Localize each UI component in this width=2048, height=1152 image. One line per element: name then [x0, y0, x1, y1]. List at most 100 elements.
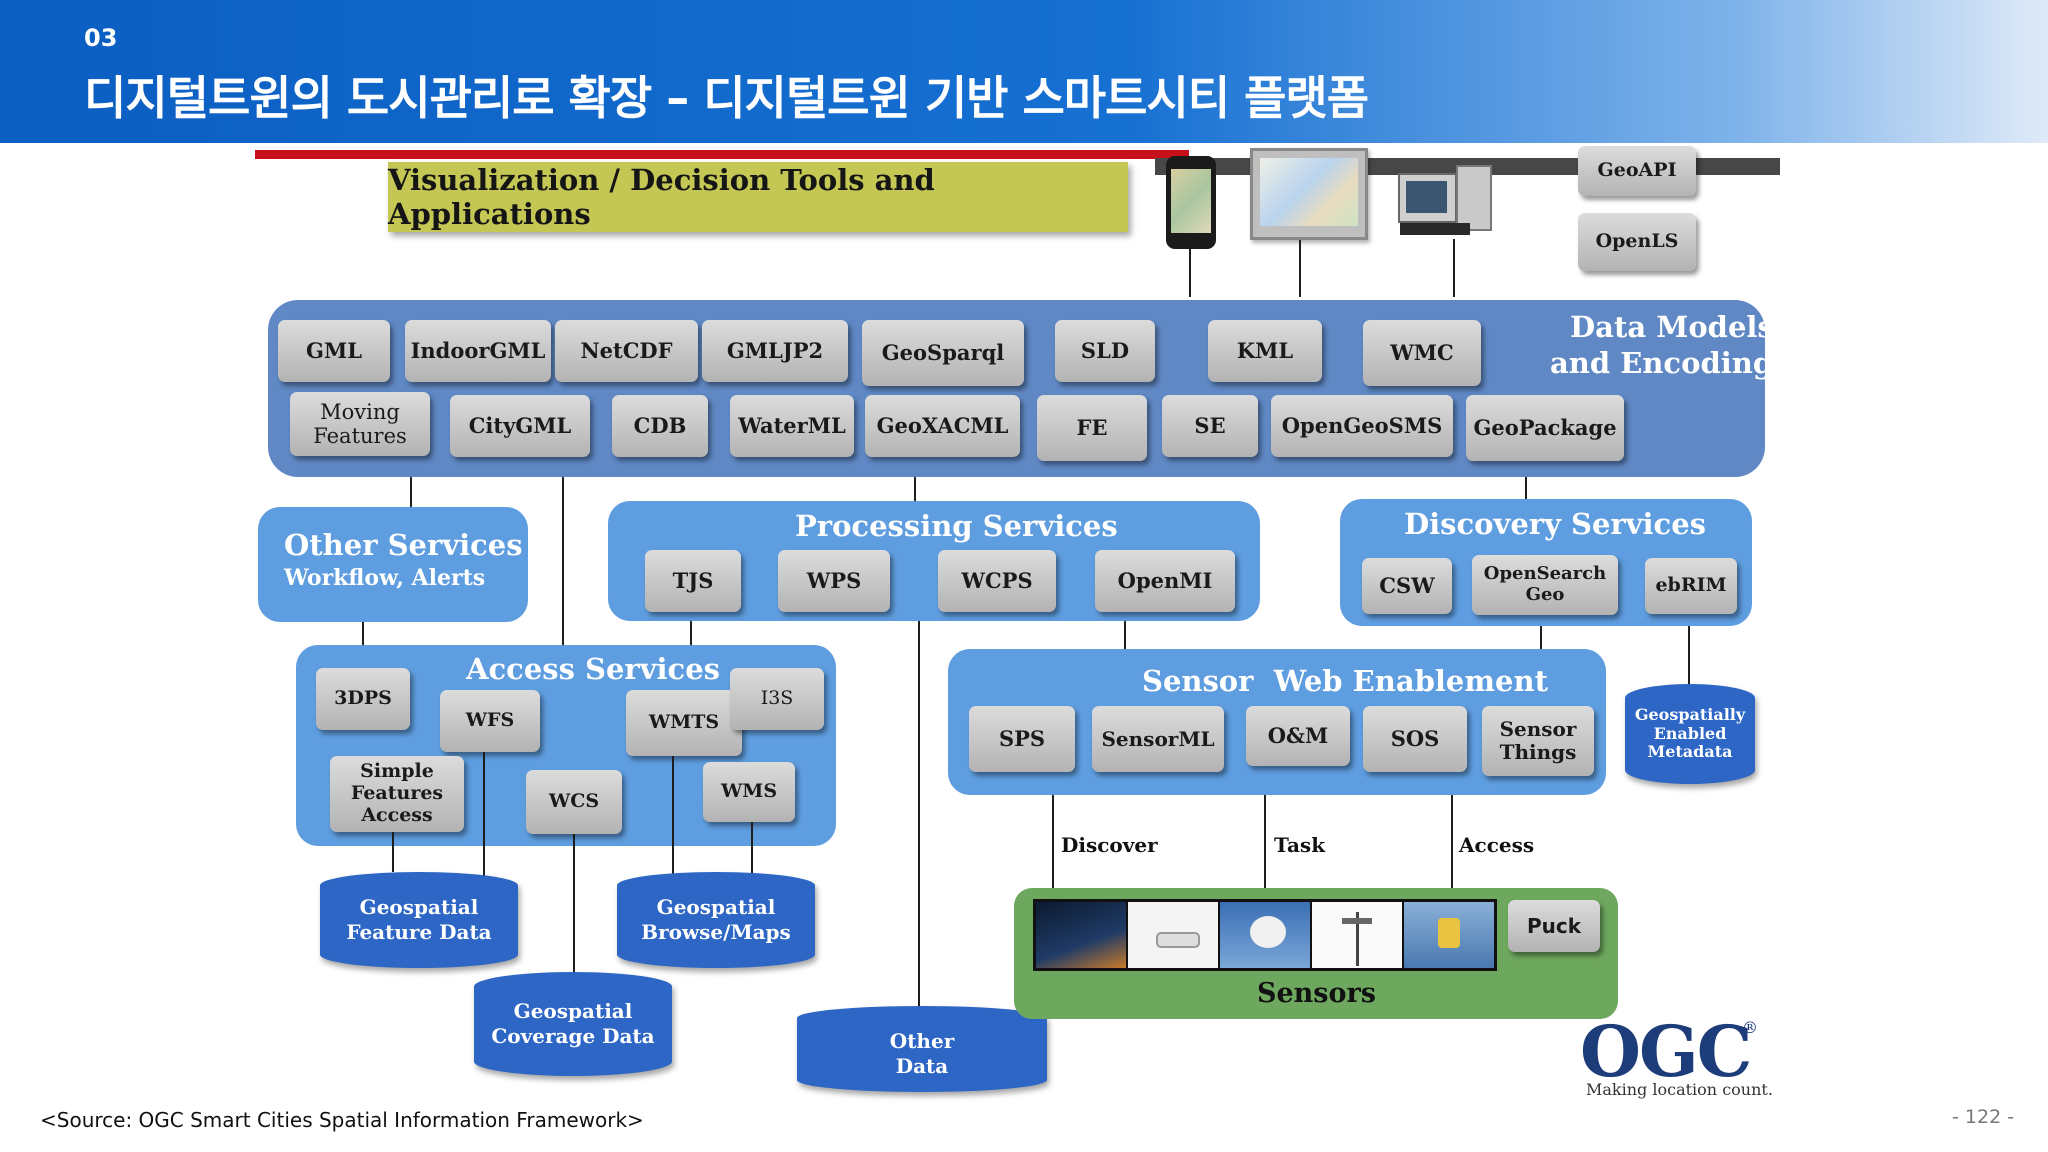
ps-wcps: WCPS [938, 550, 1056, 612]
accent-red-bar [255, 150, 1189, 159]
data-models-title-2: and Encodings [1550, 346, 1790, 380]
discovery-services-title: Discovery Services [1404, 507, 1706, 541]
sfa-label-3: Access [361, 803, 433, 826]
feature-data-label-1: Geospatial [359, 895, 479, 919]
connector-wmts-browse [672, 756, 674, 876]
ogc-tagline: Making location count. [1586, 1080, 1773, 1099]
openls-box: OpenLS [1578, 213, 1696, 271]
connector-discover [1052, 795, 1054, 888]
other-services-title: Other Services [284, 528, 523, 562]
visualization-box: Visualization / Decision Tools and Appli… [388, 162, 1128, 232]
dm-opengeosms: OpenGeoSMS [1271, 395, 1453, 457]
as-simple-features-access: Simple Features Access [330, 756, 464, 832]
dm-wmc: WMC [1363, 320, 1481, 386]
header-banner [0, 0, 2048, 143]
connector-processing [914, 477, 916, 501]
dm-citygml: CityGML [450, 395, 590, 457]
coverage-label-1: Geospatial [513, 999, 633, 1023]
metadata-label-2: Enabled [1653, 723, 1727, 743]
feature-data-label-2: Feature Data [346, 920, 492, 944]
geospatial-coverage-data-cylinder: Geospatial Coverage Data [474, 972, 672, 1076]
connector-metadata [1688, 626, 1690, 684]
drone-icon [1128, 902, 1220, 968]
connector-other-data [918, 621, 920, 1006]
other-services-panel [258, 507, 528, 622]
moving-label-2: Features [313, 424, 407, 448]
ps-wps: WPS [778, 550, 890, 612]
ds-csw: CSW [1362, 558, 1452, 614]
sfa-label-1: Simple [360, 760, 434, 783]
browse-label-2: Browse/Maps [641, 920, 791, 944]
as-wcs: WCS [526, 770, 622, 834]
other-services-subtitle: Workflow, Alerts [284, 565, 486, 591]
page-title: 디지털트윈의 도시관리로 확장 – 디지털트윈 기반 스마트시티 플랫폼 [84, 71, 1369, 125]
section-number: 03 [84, 24, 118, 52]
sensor-web-title: Sensor Web Enablement [1142, 664, 1548, 698]
swe-om: O&M [1246, 706, 1350, 766]
access-label: Access [1459, 833, 1535, 857]
sensor-images-strip [1033, 899, 1497, 971]
weather-station-icon [1312, 902, 1404, 968]
ogc-registered-mark: ® [1742, 1018, 1758, 1037]
dm-geosparql: GeoSparql [862, 320, 1024, 386]
computer-connector [1453, 239, 1455, 297]
connector-wcs-coverage [573, 834, 575, 972]
connector-sfa-feature [392, 832, 394, 872]
connector-discovery [1525, 477, 1527, 499]
swe-sos: SOS [1363, 706, 1467, 772]
ps-tjs: TJS [645, 550, 741, 612]
geospatial-feature-data-cylinder: Geospatial Feature Data [320, 872, 518, 968]
ogc-logo: OGC [1580, 1010, 1752, 1093]
discover-label: Discover [1061, 833, 1158, 857]
dm-geopackage: GeoPackage [1466, 395, 1624, 461]
as-wfs: WFS [440, 690, 540, 752]
ds-opensearch-geo: OpenSearch Geo [1472, 555, 1618, 615]
other-data-label-1: Other [889, 1029, 955, 1053]
dm-gmljp2: GMLJP2 [702, 320, 848, 382]
geoapi-box: GeoAPI [1578, 146, 1696, 196]
swe-sps: SPS [969, 706, 1075, 772]
sensor-things-label-1: Sensor [1499, 717, 1577, 741]
dm-netcdf: NetCDF [555, 320, 698, 382]
dm-gml: GML [278, 320, 390, 382]
monitor-connector [1299, 240, 1301, 297]
connector-processing-to-swe [1124, 621, 1126, 649]
dm-waterml: WaterML [730, 395, 854, 457]
ps-openmi: OpenMI [1095, 550, 1235, 612]
dm-geoxacml: GeoXACML [865, 395, 1020, 457]
coverage-label-2: Coverage Data [491, 1024, 655, 1048]
desktop-computer-icon [1398, 165, 1498, 239]
access-services-title: Access Services [466, 652, 720, 686]
as-i3s: I3S [730, 668, 824, 730]
connector-processing-to-access [690, 621, 692, 648]
geospatially-enabled-metadata-cylinder: Geospatially Enabled Metadata [1625, 684, 1755, 784]
connector-wfs-feature [483, 752, 485, 882]
metadata-label-3: Metadata [1647, 742, 1733, 762]
moving-label-1: Moving [320, 399, 400, 424]
opensearch-label-1: OpenSearch [1483, 563, 1607, 585]
as-3dps: 3DPS [316, 668, 410, 730]
connector-other-to-access [362, 622, 364, 648]
as-wmts: WMTS [626, 690, 742, 756]
dm-sld: SLD [1055, 320, 1155, 382]
dm-indoorgml: IndoorGML [405, 320, 551, 382]
swe-sensor-things: Sensor Things [1482, 706, 1594, 776]
phone-connector [1189, 249, 1191, 297]
data-models-title-1: Data Models [1570, 310, 1774, 344]
sfa-label-2: Features [350, 782, 444, 805]
satellite-icon [1036, 902, 1128, 968]
connector-discovery-to-swe [1540, 626, 1542, 649]
ds-ebrim: ebRIM [1645, 558, 1737, 614]
connector-access [1451, 795, 1453, 888]
metadata-label-1: Geospatially [1634, 705, 1746, 725]
browse-label-1: Geospatial [656, 895, 776, 919]
processing-services-title: Processing Services [795, 509, 1118, 543]
sensors-title: Sensors [1257, 978, 1376, 1009]
dm-kml: KML [1208, 320, 1322, 382]
puck-box: Puck [1508, 900, 1600, 952]
dm-fe: FE [1037, 395, 1147, 461]
other-data-cylinder: Other Data [797, 1006, 1047, 1092]
geospatial-browse-maps-cylinder: Geospatial Browse/Maps [617, 872, 815, 968]
connector-other-services [410, 477, 412, 507]
map-monitor-icon [1250, 148, 1368, 240]
